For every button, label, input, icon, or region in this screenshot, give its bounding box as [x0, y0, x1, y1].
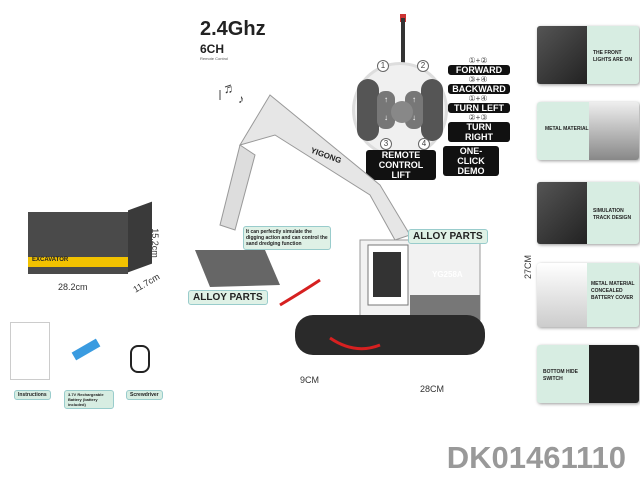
- excavator-illustration: ♪ ♫: [195, 82, 485, 355]
- combo: ②+③: [468, 113, 488, 122]
- combo: ①+④: [468, 94, 488, 103]
- product-code: DK01461110: [446, 440, 626, 475]
- feature-photo: [537, 26, 587, 84]
- alloy-parts-callout: ALLOY PARTS: [408, 229, 488, 244]
- remote-controller: ↑↓ ↑↓: [352, 62, 448, 158]
- feature-panel: SIMULATION TRACK DESIGN: [537, 182, 639, 244]
- feature-panel: THE FRONT LIGHTS ARE ON: [537, 26, 639, 84]
- feature-photo: [537, 263, 587, 327]
- button-number: 2: [417, 60, 429, 72]
- left-grip: [357, 79, 379, 141]
- digging-callout: It can perfectly simulate the digging ac…: [243, 226, 331, 250]
- feature-text: BOTTOM HIDE SWITCH: [543, 369, 578, 382]
- package-box: EXCAVATOR: [28, 212, 128, 274]
- function-label: BACKWARD: [448, 84, 510, 94]
- frequency-label: 2.4Ghz: [200, 18, 266, 40]
- model-label: YG258A: [432, 270, 463, 279]
- feature-panel: BOTTOM HIDE SWITCH: [537, 345, 639, 403]
- feature-text: METAL MATERIAL: [545, 126, 589, 132]
- button-number: 3: [380, 138, 392, 150]
- height-dim: 27CM: [523, 254, 534, 280]
- remote-subtitle: Remote Control: [200, 56, 229, 61]
- left-pad: ↑↓: [377, 91, 395, 129]
- instructions-image: [10, 322, 50, 380]
- feature-text: METAL MATERIAL CONCEALED BATTERY COVER: [591, 281, 635, 301]
- feature-photo: [537, 182, 587, 244]
- feature-panel: METAL MATERIAL CONCEALED BATTERY COVER: [537, 263, 639, 327]
- feature-panel: METAL MATERIAL: [537, 102, 639, 160]
- accessory-label: Instructions: [14, 390, 51, 400]
- function-label: TURN LEFT: [448, 103, 510, 113]
- svg-text:♫: ♫: [224, 82, 233, 96]
- box-length: 28.2cm: [58, 282, 88, 292]
- battery-image: [71, 338, 101, 361]
- box-height: 15.2cm: [149, 228, 160, 258]
- channels-label: 6CH: [200, 42, 225, 56]
- right-grip: [421, 79, 443, 141]
- cable-image: [130, 345, 150, 373]
- accessory-label: 3.7V Rechargeable Battery (battery inclu…: [64, 390, 114, 409]
- function-label: FORWARD: [448, 65, 510, 75]
- width-dim: 9CM: [300, 375, 320, 385]
- alloy-parts-callout: ALLOY PARTS: [188, 290, 268, 305]
- combo: ③+④: [468, 75, 488, 84]
- box-width: 11.7cm: [131, 271, 162, 295]
- demo-label: ONE-CLICK DEMO: [443, 146, 499, 176]
- feature-photo: [589, 345, 639, 403]
- center-button: [391, 101, 413, 123]
- feature-text: THE FRONT LIGHTS ARE ON: [593, 50, 632, 63]
- button-number: 4: [418, 138, 430, 150]
- feature-text: SIMULATION TRACK DESIGN: [593, 208, 632, 221]
- antenna: [401, 18, 405, 64]
- combo: ①+②: [468, 56, 488, 65]
- accessory-label: Screwdriver: [126, 390, 163, 400]
- box-side: [128, 201, 152, 273]
- box-label: EXCAVATOR: [28, 257, 128, 267]
- length-dim: 28CM: [420, 384, 445, 394]
- function-label: TURN RIGHT: [448, 122, 510, 142]
- feature-photo: [589, 102, 639, 160]
- svg-text:♪: ♪: [238, 92, 244, 106]
- button-number: 1: [377, 60, 389, 72]
- remote-lift-label: REMOTE CONTROL LIFT: [366, 150, 436, 180]
